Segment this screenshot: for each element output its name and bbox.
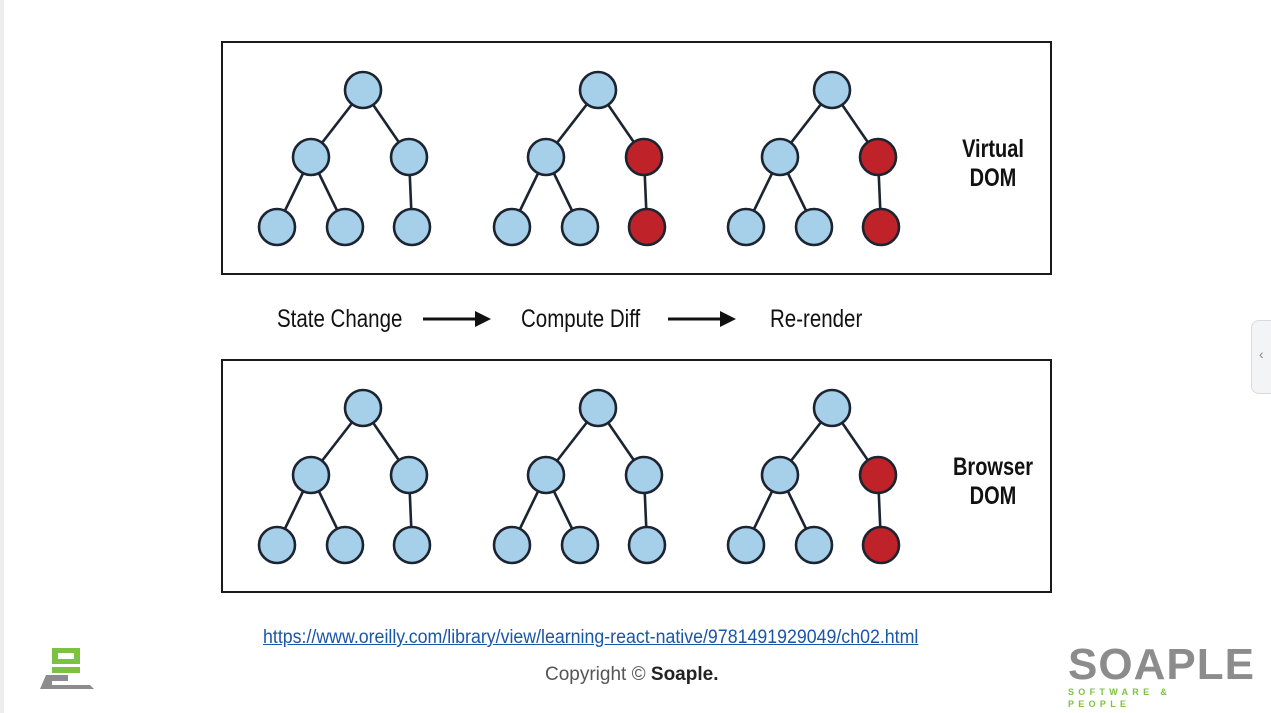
arrow-right-icon (668, 311, 736, 327)
step-compute-diff: Compute Diff (521, 305, 641, 333)
tree-node (526, 137, 566, 177)
tree-node (560, 207, 600, 247)
side-panel-toggle[interactable]: ‹ (1251, 320, 1271, 394)
tree-node (392, 525, 432, 565)
virtual-dom-label-line-2: DOM (969, 164, 1017, 192)
virtual-tree-2 (492, 70, 667, 247)
tree-node (257, 207, 297, 247)
copyright-brand: Soaple. (650, 664, 719, 685)
tree-node-changed (858, 455, 898, 495)
tree-node-changed (627, 207, 667, 247)
tree-node (726, 207, 766, 247)
tree-node-changed (858, 137, 898, 177)
browser-tree-1 (257, 388, 432, 565)
tree-node (526, 455, 566, 495)
tree-node (492, 207, 532, 247)
virtual-tree-1 (257, 70, 432, 247)
browser-tree-2 (492, 388, 667, 565)
tree-node (392, 207, 432, 247)
virtual-tree-3 (726, 70, 901, 247)
copyright-text: Copyright © Soaple. (545, 664, 718, 686)
browser-dom-label-line-2: DOM (969, 482, 1017, 510)
tree-node (492, 525, 532, 565)
tree-node (578, 70, 618, 110)
source-link[interactable]: https://www.oreilly.com/library/view/lea… (263, 627, 919, 648)
tree-node (760, 137, 800, 177)
tree-node (812, 388, 852, 428)
virtual-dom-label: Virtual DOM (945, 135, 1041, 193)
tree-node (257, 525, 297, 565)
tree-node (627, 525, 667, 565)
browser-tree-3 (726, 388, 901, 565)
tree-node (343, 388, 383, 428)
tree-node (760, 455, 800, 495)
tree-node-changed (861, 525, 901, 565)
tree-node (291, 137, 331, 177)
browser-dom-panel: Browser DOM (221, 359, 1052, 593)
browser-dom-trees (257, 388, 901, 565)
virtual-dom-panel: Virtual DOM (221, 41, 1052, 275)
tree-node (325, 207, 365, 247)
virtual-dom-label-line-1: Virtual (962, 135, 1024, 163)
tree-node (812, 70, 852, 110)
tree-node (624, 455, 664, 495)
tree-node (325, 525, 365, 565)
tree-node (389, 455, 429, 495)
step-state-change: State Change (277, 305, 403, 333)
arrow-right-icon (423, 311, 491, 327)
copyright-prefix: Copyright © (545, 664, 646, 685)
soaple-logo-tagline: SOFTWARE & PEOPLE (1068, 687, 1171, 709)
soaple-logo-word: SOAPLE (1068, 640, 1255, 689)
virtual-dom-trees (257, 70, 901, 247)
tree-node (578, 388, 618, 428)
soaple-logo: SOAPLE SOFTWARE & PEOPLE (1068, 640, 1255, 710)
tree-node (389, 137, 429, 177)
step-re-render: Re-render (770, 305, 863, 333)
browser-dom-label: Browser DOM (945, 453, 1041, 511)
tree-node-changed (861, 207, 901, 247)
tree-node (291, 455, 331, 495)
soaple-mark-icon (40, 648, 94, 689)
tree-node (794, 525, 834, 565)
browser-dom-label-line-1: Browser (952, 453, 1034, 481)
tree-node-changed (624, 137, 664, 177)
left-edge-bar (0, 0, 4, 713)
tree-node (560, 525, 600, 565)
chevron-left-icon: ‹ (1259, 346, 1264, 362)
tree-node (726, 525, 766, 565)
tree-node (343, 70, 383, 110)
tree-node (794, 207, 834, 247)
